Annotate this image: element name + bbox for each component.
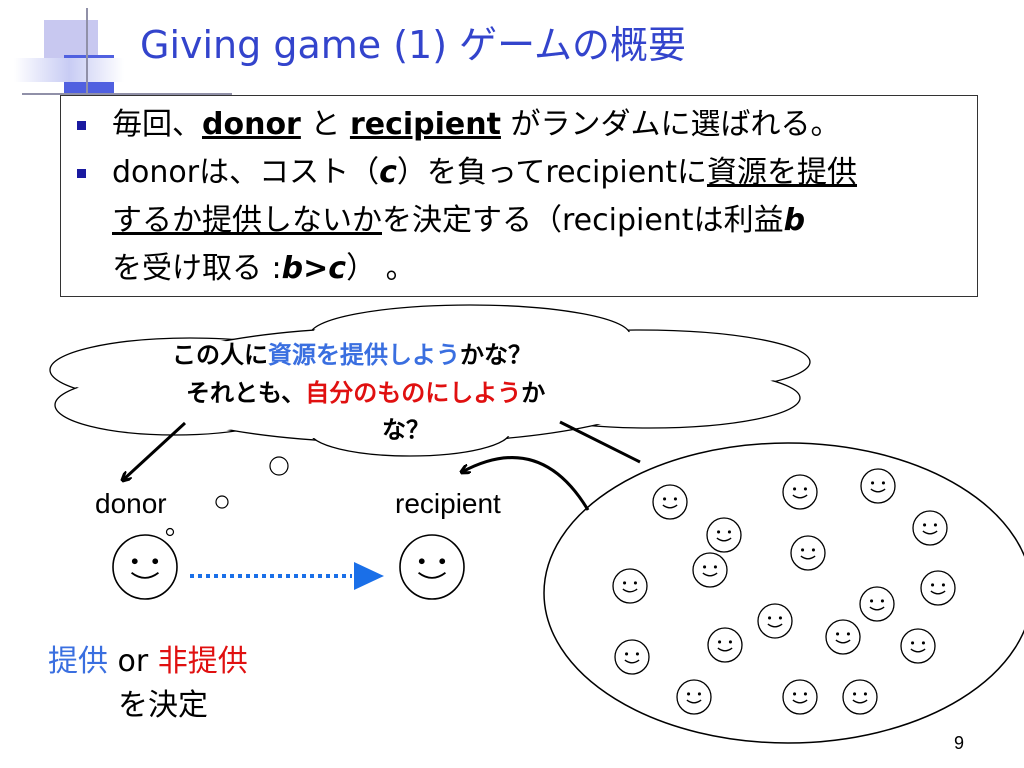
population-member-face [652, 484, 688, 520]
slide-title: Giving game (1) ゲームの概要 [140, 23, 686, 67]
arrow-cloud-to-donor [123, 421, 187, 480]
line-cloud-to-population [559, 420, 641, 464]
term-donor: donor [202, 107, 301, 142]
bullet-2-part: を決定する（recipientは利益 [382, 203, 784, 238]
population-member-face [612, 568, 648, 604]
recipient-label: recipient [395, 488, 501, 519]
population-member-face [782, 474, 818, 510]
underlined-phrase: 資源を提供 [706, 155, 857, 190]
cloud-line-3: な？ [382, 418, 430, 442]
population-member-face [757, 603, 793, 639]
bullet-2-line-1: donorは、コスト（c）を負ってrecipientに資源を提供 [112, 158, 857, 188]
cloud-text: この人に [172, 341, 268, 369]
cloud-line-1: この人に資源を提供しようかな？ [172, 343, 532, 367]
donor-face [112, 534, 178, 600]
bullet-marker-2 [77, 169, 86, 178]
thought-bubble-large [269, 456, 289, 476]
population-member-face [707, 627, 743, 663]
benefit-symbol: b [783, 203, 806, 238]
cloud-text: か [521, 379, 546, 407]
decision-line-2: を決定 [118, 688, 208, 723]
thought-bubble-small [165, 527, 175, 537]
population-member-face [614, 639, 650, 675]
bullet-2-part: donorは、コスト（ [112, 155, 380, 190]
population-member-face [706, 517, 742, 553]
bullet-box [60, 95, 978, 297]
bullet-1: 毎回、donor と recipient がランダムに選ばれる。 [112, 110, 841, 140]
give-arrow-head [354, 562, 384, 590]
arrow-population-to-recipient [462, 456, 590, 511]
bullet-2-part: ） 。 [346, 251, 416, 286]
bullet-2-line-2: するか提供しないかを決定する（recipientは利益b [112, 206, 805, 236]
bullet-2-part: ）を負ってrecipientに [396, 155, 707, 190]
cost-symbol: c [379, 155, 397, 190]
inequality: b>c [281, 251, 347, 286]
population-member-face [900, 628, 936, 664]
bullet-2-line-3: を受け取る :b>c） 。 [112, 254, 416, 284]
decision-not-give: 非提供 [157, 644, 248, 679]
recipient-face [399, 534, 465, 600]
cloud-text: かな？ [460, 341, 532, 369]
bullet-2-part: を受け取る : [112, 251, 282, 286]
population-member-face [859, 586, 895, 622]
population-member-face [782, 679, 818, 715]
decor-gradient-bar [14, 58, 124, 82]
cloud-text-give: 資源を提供しよう [268, 341, 460, 369]
decision-line-1: 提供 or 非提供 [48, 636, 248, 680]
population-member-face [790, 535, 826, 571]
population-member-face [842, 679, 878, 715]
term-recipient: recipient [349, 107, 501, 142]
decor-horizontal-line [22, 93, 232, 95]
bullet-marker-1 [77, 121, 86, 130]
decision-or: or [108, 644, 158, 679]
thought-cloud-fill [52, 307, 808, 454]
bullet-1-part: と [300, 107, 350, 142]
decor-vertical-line [86, 8, 88, 120]
population-member-face [692, 552, 728, 588]
cloud-text: それとも、 [186, 379, 306, 407]
population-member-face [912, 510, 948, 546]
underlined-phrase: するか提供しないか [112, 203, 382, 238]
population-member-face [676, 679, 712, 715]
population-member-face [825, 619, 861, 655]
cloud-line-2: それとも、自分のものにしようか [186, 381, 545, 405]
bullet-1-part: がランダムに選ばれる。 [500, 107, 841, 142]
faces [112, 468, 956, 715]
population-member-face [860, 468, 896, 504]
thought-bubble-medium [215, 495, 229, 509]
cloud-text: な？ [382, 416, 430, 444]
population-member-face [920, 570, 956, 606]
donor-label: donor [95, 488, 167, 519]
cloud-text-keep: 自分のものにしよう [305, 379, 522, 407]
decision-give: 提供 [48, 644, 108, 679]
bullet-1-part: 毎回、 [112, 107, 202, 142]
page-number: 9 [953, 733, 964, 753]
